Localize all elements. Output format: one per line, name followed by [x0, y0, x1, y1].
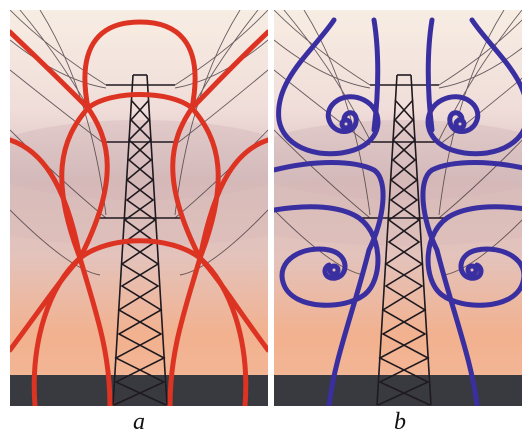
- cloud-band: [10, 120, 268, 200]
- spiral-lines-overlay: [274, 17, 522, 406]
- panel-a-image: [10, 10, 268, 406]
- field-lines-overlay: [10, 19, 268, 406]
- panel-b: [274, 10, 522, 406]
- panel-b-image: [274, 10, 522, 406]
- caption-b: b: [394, 409, 406, 435]
- panel-a: [10, 10, 268, 406]
- caption-a: a: [133, 409, 145, 435]
- ground: [10, 375, 268, 406]
- cloud-band: [274, 120, 522, 200]
- cloud-band: [274, 174, 522, 246]
